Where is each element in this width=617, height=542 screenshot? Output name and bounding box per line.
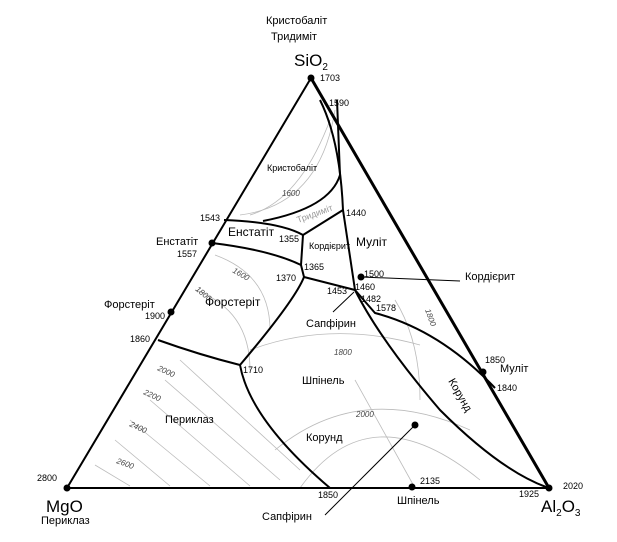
svg-text:2000: 2000 <box>355 410 374 419</box>
svg-text:2135: 2135 <box>420 476 440 486</box>
field-corundum-right: Корунд <box>445 377 474 415</box>
svg-text:1370: 1370 <box>276 273 296 283</box>
isotherms <box>94 109 481 489</box>
top-phase-tridymite: Тридиміт <box>271 31 317 43</box>
vertex-al2o3: Al2O3 <box>541 497 581 519</box>
svg-text:1900: 1900 <box>145 311 165 321</box>
field-periclase: Периклаз <box>165 414 214 426</box>
label-forsterite-compound: Форстеріт <box>104 299 155 311</box>
label-cordierite-compound: Кордієрит <box>465 271 515 283</box>
field-forsterite: Форстеріт <box>205 295 261 309</box>
svg-text:1578: 1578 <box>376 303 396 313</box>
svg-text:1840: 1840 <box>497 383 517 393</box>
vertex-mgo: MgO <box>46 497 83 516</box>
svg-text:1453: 1453 <box>327 286 347 296</box>
svg-text:1703: 1703 <box>320 73 340 83</box>
svg-text:1543: 1543 <box>200 213 220 223</box>
isotherm-labels: 1600 1600 1800 1800 1800 2000 2000 2200 … <box>114 189 437 471</box>
label-enstatite-compound: Енстатіт <box>156 236 198 248</box>
field-corundum: Корунд <box>306 432 343 444</box>
svg-text:1710: 1710 <box>243 365 263 375</box>
field-sapphirine: Сапфірин <box>306 318 356 330</box>
svg-text:1500: 1500 <box>364 269 384 279</box>
svg-text:1460: 1460 <box>355 282 375 292</box>
svg-text:2000: 2000 <box>155 363 176 379</box>
label-spinel-compound: Шпінель <box>397 495 440 507</box>
svg-text:2800: 2800 <box>37 473 57 483</box>
field-tridymite: Тридиміт <box>295 203 334 225</box>
svg-text:1440: 1440 <box>346 208 366 218</box>
vertex-mgo-phase: Периклаз <box>41 515 90 527</box>
label-sapphirine-compound: Сапфірин <box>262 511 312 523</box>
field-spinel: Шпінель <box>302 375 345 387</box>
svg-text:1800: 1800 <box>334 348 352 357</box>
svg-text:2600: 2600 <box>114 456 135 471</box>
svg-text:1365: 1365 <box>304 262 324 272</box>
svg-text:1482: 1482 <box>361 294 381 304</box>
svg-text:1600: 1600 <box>231 266 251 283</box>
svg-text:1925: 1925 <box>519 489 539 499</box>
field-cristobalite: Кристобаліт <box>267 163 317 173</box>
svg-text:1800: 1800 <box>423 308 438 328</box>
field-cordierite: Кордієрит <box>309 241 350 251</box>
svg-text:2020: 2020 <box>563 481 583 491</box>
boundary-curves <box>157 99 547 516</box>
field-mullite: Муліт <box>356 235 388 249</box>
svg-text:1850: 1850 <box>485 355 505 365</box>
temperature-labels: 1703 1590 1543 1557 1900 1860 2800 1440 … <box>37 73 583 500</box>
svg-text:1355: 1355 <box>279 234 299 244</box>
svg-text:1590: 1590 <box>329 98 349 108</box>
vertex-sio2: SiO2 <box>294 51 328 73</box>
svg-text:1860: 1860 <box>130 334 150 344</box>
top-phase-cristobalite: Кристобаліт <box>266 15 327 27</box>
svg-text:1557: 1557 <box>177 249 197 259</box>
svg-text:2200: 2200 <box>141 387 162 403</box>
label-mullite-compound: Муліт <box>500 363 528 375</box>
field-enstatite: Енстатіт <box>228 225 275 239</box>
svg-text:1850: 1850 <box>318 490 338 500</box>
compound-points <box>63 74 553 492</box>
svg-text:1600: 1600 <box>282 189 300 198</box>
